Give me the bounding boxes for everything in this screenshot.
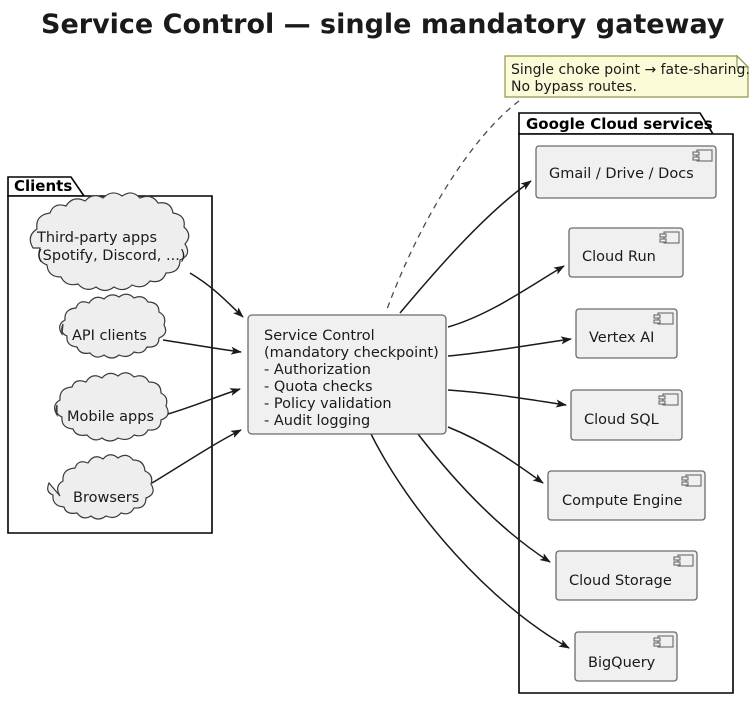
note-single-choke-point[interactable]: Single choke point → fate-sharing. No by… [504, 54, 750, 98]
component-gmail-drive-docs[interactable]: Gmail / Drive / Docs [535, 145, 717, 199]
clients-package[interactable]: Clients Third-party apps (Spotify, Disco… [7, 176, 213, 534]
component-label-gmail-drive-docs: Gmail / Drive / Docs [549, 166, 694, 182]
component-box-compute-engine [547, 470, 706, 521]
edge-mobile-apps-to-service-control [167, 388, 241, 415]
service-control-line-5: - Policy validation [264, 396, 392, 412]
service-control-line-1: Service Control [264, 328, 375, 344]
service-control-box[interactable]: Service Control (mandatory checkpoint) -… [247, 314, 447, 435]
component-icon-vertex-ai [653, 312, 674, 325]
component-icon-gmail-drive-docs [692, 149, 713, 162]
edges-control-to-services [370, 180, 572, 649]
component-icon-compute-engine [681, 474, 702, 487]
component-vertex-ai[interactable]: Vertex AI [575, 308, 678, 359]
edges-clients-to-control [151, 272, 244, 484]
cloud-package-label: Google Cloud services [526, 115, 713, 133]
edge-service-control-to-cloud-sql [447, 389, 567, 408]
cloud-shape-browsers [47, 454, 154, 520]
component-cloud-storage[interactable]: Cloud Storage [555, 550, 698, 601]
edge-service-control-to-compute-engine [447, 426, 544, 484]
node-mobile-apps[interactable]: Mobile apps [54, 372, 169, 442]
edge-api-clients-to-service-control [162, 339, 242, 355]
component-label-bigquery: BigQuery [588, 655, 656, 671]
service-control-box-bg [247, 314, 447, 435]
component-bigquery[interactable]: BigQuery [574, 631, 678, 682]
cloud-shape-mobile-apps [54, 372, 169, 442]
node-api-clients[interactable]: API clients [59, 293, 167, 359]
node-label-mobile-apps: Mobile apps [67, 409, 154, 425]
edge-service-control-to-cloud-storage [417, 433, 551, 563]
clients-package-label: Clients [14, 177, 72, 195]
service-control-line-2: (mandatory checkpoint) [264, 345, 439, 361]
component-cloud-run[interactable]: Cloud Run [568, 227, 684, 278]
component-box-cloud-run [568, 227, 684, 278]
component-label-cloud-storage: Cloud Storage [569, 573, 672, 589]
component-box-gmail-drive-docs [535, 145, 717, 199]
edge-third-party-apps-to-service-control [189, 272, 244, 318]
component-icon-cloud-run [659, 231, 680, 244]
page-title: Service Control — single mandatory gatew… [41, 9, 725, 40]
node-third-party-apps[interactable]: Third-party apps (Spotify, Discord, ...) [29, 192, 190, 292]
component-label-cloud-run: Cloud Run [582, 249, 656, 265]
component-box-cloud-sql [570, 389, 683, 441]
component-label-cloud-sql: Cloud SQL [584, 412, 659, 428]
component-box-cloud-storage [555, 550, 698, 601]
cloud-shape-api-clients [59, 293, 167, 359]
edge-service-control-to-bigquery [370, 433, 570, 649]
node-browsers[interactable]: Browsers [47, 454, 154, 520]
node-label-third-party-apps-line1: Third-party apps [36, 230, 157, 246]
component-cloud-sql[interactable]: Cloud SQL [570, 389, 683, 441]
component-icon-bigquery [653, 635, 674, 648]
component-icon-cloud-storage [673, 554, 694, 567]
note-line-1: Single choke point → fate-sharing. [511, 62, 750, 78]
node-label-third-party-apps-line2: (Spotify, Discord, ...) [37, 248, 186, 264]
note-body [504, 55, 749, 98]
component-compute-engine[interactable]: Compute Engine [547, 470, 706, 521]
component-label-vertex-ai: Vertex AI [589, 330, 654, 346]
node-label-browsers: Browsers [73, 490, 139, 506]
note-fold-corner [736, 54, 750, 68]
edge-note-to-service-control [385, 100, 520, 313]
component-icon-cloud-sql [658, 393, 679, 406]
note-line-2: No bypass routes. [511, 79, 637, 95]
edge-browsers-to-service-control [151, 429, 242, 484]
component-label-compute-engine: Compute Engine [562, 493, 683, 509]
component-box-vertex-ai [575, 308, 678, 359]
cloud-shape-third-party-apps [29, 192, 190, 292]
component-box-bigquery [574, 631, 678, 682]
service-control-line-4: - Quota checks [264, 379, 373, 395]
edge-service-control-to-cloud-run [447, 265, 565, 328]
edge-service-control-to-vertex-ai [447, 336, 572, 357]
service-control-line-6: - Audit logging [264, 413, 370, 429]
node-label-api-clients: API clients [72, 328, 147, 344]
service-control-line-3: - Authorization [264, 362, 371, 378]
edge-service-control-to-gmail-drive-docs [399, 180, 532, 314]
